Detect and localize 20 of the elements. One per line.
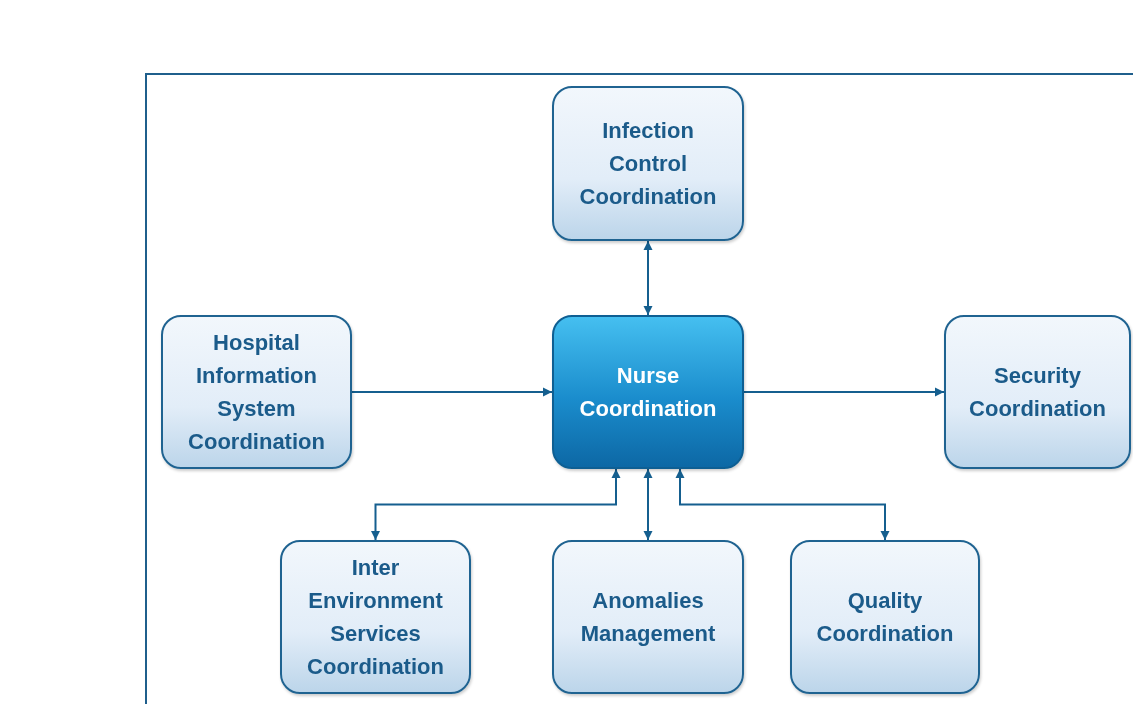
- node-label: Nurse Coordination: [578, 362, 718, 423]
- process-box: [280, 540, 471, 694]
- process-box: [790, 540, 980, 694]
- central-process-box: [552, 315, 744, 469]
- node-label: Quality Coordination: [815, 587, 955, 648]
- process-box: [944, 315, 1131, 469]
- node-label: Infection Control Coordination: [578, 117, 718, 211]
- process-box: [161, 315, 352, 469]
- node-label: Hospital Information System Coordination: [187, 329, 326, 456]
- node-label: Inter Environment Services Coordination: [306, 554, 445, 681]
- node-label: Security Coordination: [968, 362, 1107, 423]
- arrow: [351, 387, 553, 397]
- arrow: [643, 468, 653, 541]
- arrow: [371, 468, 621, 541]
- arrow: [643, 240, 653, 316]
- node-label: Anomalies Management: [579, 587, 717, 648]
- arrow: [743, 387, 945, 397]
- process-box: [552, 540, 744, 694]
- arrow: [675, 468, 890, 541]
- process-box: [552, 86, 744, 241]
